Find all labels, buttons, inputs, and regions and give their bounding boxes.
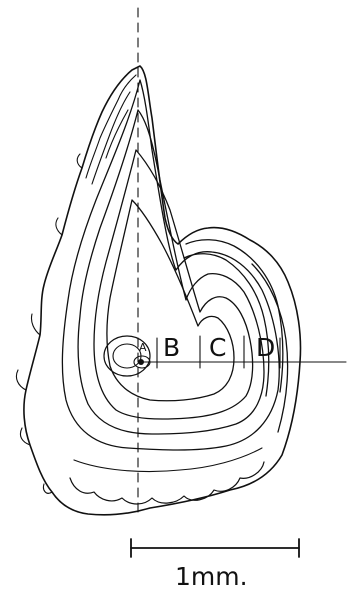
bottom-inner-edge	[74, 448, 262, 472]
zone-label-c: C	[209, 335, 226, 360]
zone-label-b: B	[163, 335, 180, 360]
growth-ring-2	[78, 110, 264, 434]
left-edge-fringe	[16, 154, 82, 493]
growth-ring-3	[94, 150, 253, 419]
right-lobe-ring-2	[184, 254, 269, 396]
scale-bar-label: 1mm.	[175, 564, 248, 589]
otolith-outline	[24, 66, 301, 515]
scale-bar	[131, 539, 299, 557]
bottom-scallops	[70, 462, 264, 504]
upper-cone-rim	[86, 75, 136, 184]
zone-label-d: D	[256, 335, 275, 360]
zone-label-a: A	[139, 342, 147, 353]
